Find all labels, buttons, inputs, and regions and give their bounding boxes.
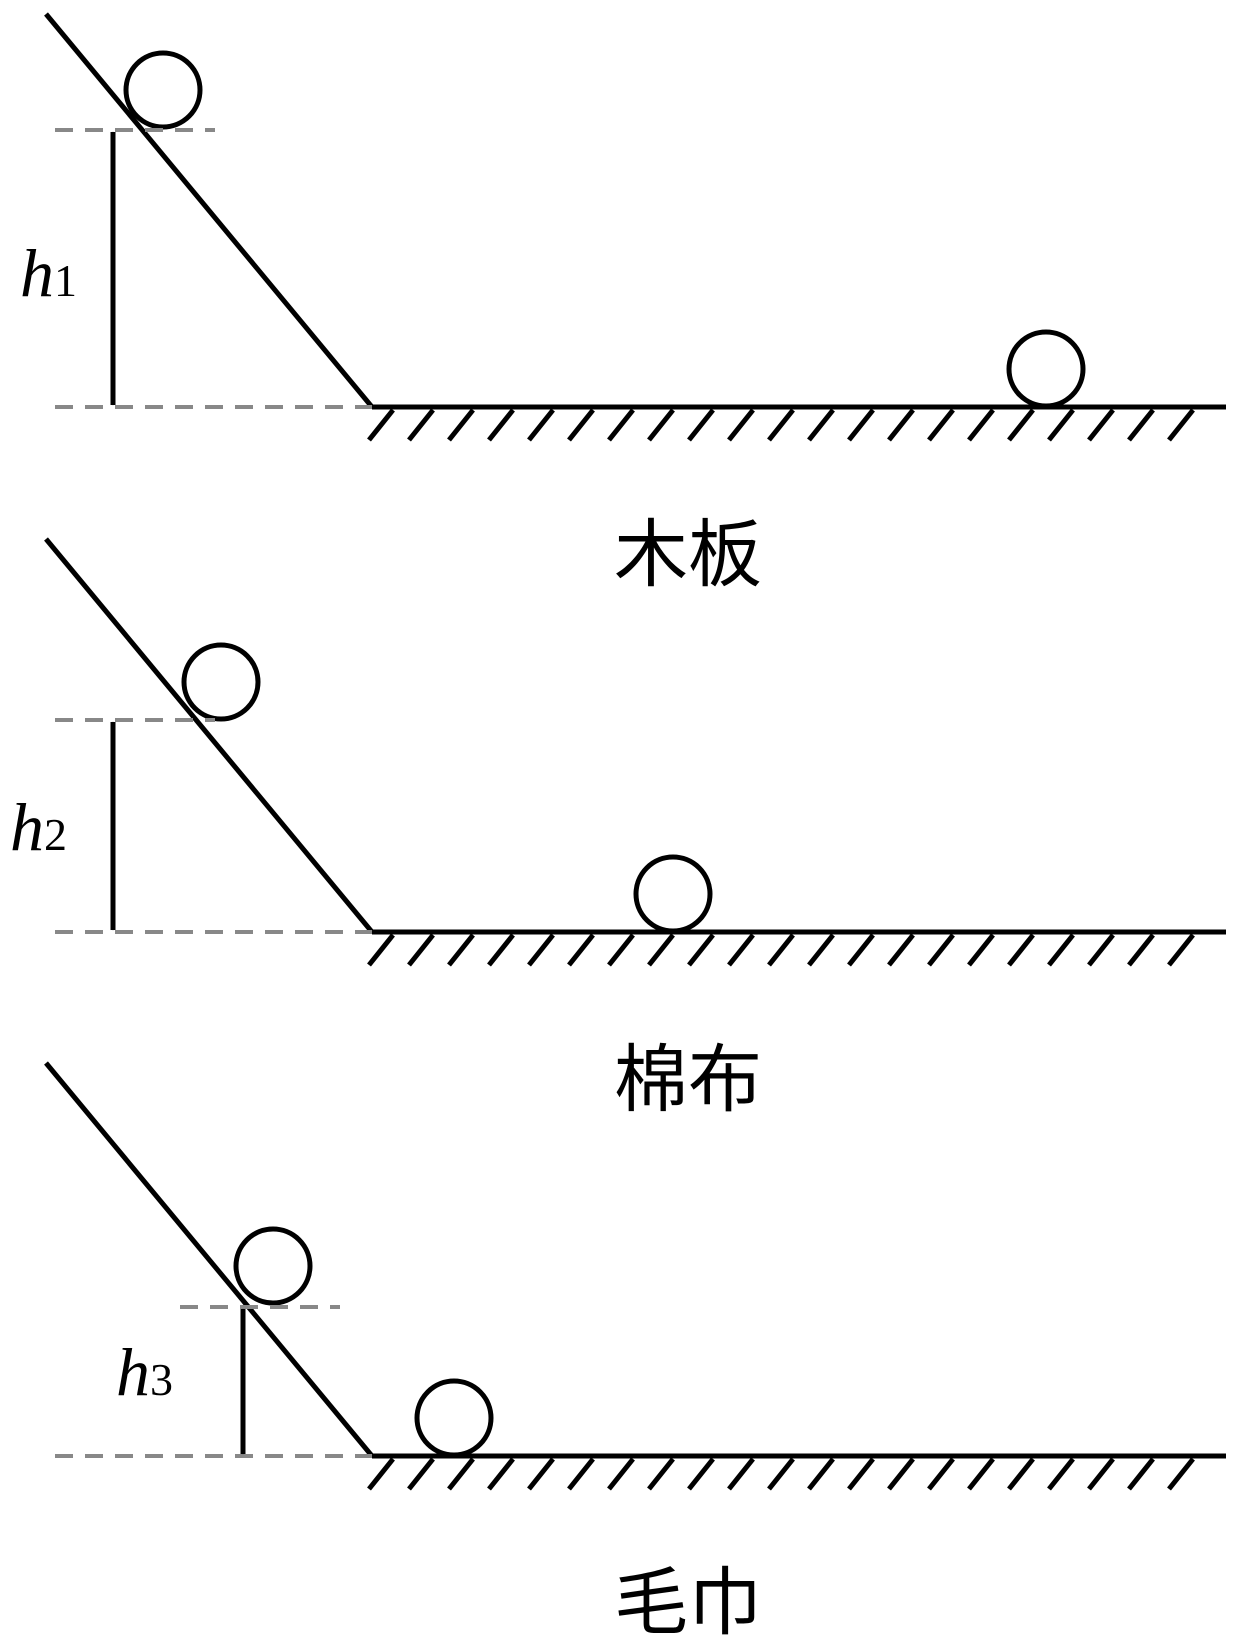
hatch-stroke — [567, 1457, 595, 1491]
hatch-stroke — [847, 1457, 875, 1491]
hatch-stroke — [887, 408, 915, 442]
hatch-stroke — [1087, 1457, 1115, 1491]
hatch-stroke — [1127, 1457, 1155, 1491]
hatch-stroke — [1167, 933, 1195, 967]
hatch-stroke — [687, 933, 715, 967]
hatch-stroke — [607, 408, 635, 442]
ball-start-3 — [233, 1226, 313, 1306]
hatch-stroke — [807, 933, 835, 967]
hatch-stroke — [687, 408, 715, 442]
hatch-stroke — [647, 933, 675, 967]
hatch-stroke — [607, 1457, 635, 1491]
hatch-stroke — [967, 933, 995, 967]
hatch-stroke — [847, 933, 875, 967]
ball-start-1 — [123, 50, 203, 130]
hatch-stroke — [1087, 933, 1115, 967]
hatch-stroke — [1047, 1457, 1075, 1491]
hatch-stroke — [527, 408, 555, 442]
hatch-stroke — [1127, 933, 1155, 967]
hatch-stroke — [1047, 408, 1075, 442]
hatch-stroke — [1007, 933, 1035, 967]
hatch-stroke — [487, 933, 515, 967]
hatch-stroke — [407, 933, 435, 967]
hatch-stroke — [1007, 408, 1035, 442]
panel-wood: h1 木板 — [20, 12, 1226, 598]
hatch-stroke — [927, 408, 955, 442]
ground-hatch-3 — [367, 1457, 1195, 1491]
hatch-stroke — [767, 1457, 795, 1491]
height-label-2: h2 — [10, 789, 67, 865]
hatch-stroke — [447, 408, 475, 442]
ground-hatch-2 — [367, 933, 1195, 967]
incline-3 — [44, 1061, 374, 1458]
hatch-stroke — [727, 408, 755, 442]
hatch-stroke — [367, 933, 395, 967]
hatch-stroke — [447, 933, 475, 967]
surface-label-wood: 木板 — [614, 512, 762, 598]
ball-stop-2 — [633, 854, 713, 934]
hatch-stroke — [767, 408, 795, 442]
hatch-stroke — [367, 1457, 395, 1491]
hatch-stroke — [527, 933, 555, 967]
hatch-stroke — [887, 933, 915, 967]
hatch-stroke — [1167, 1457, 1195, 1491]
hatch-stroke — [807, 408, 835, 442]
hatch-stroke — [807, 1457, 835, 1491]
hatch-stroke — [407, 408, 435, 442]
hatch-stroke — [527, 1457, 555, 1491]
hatch-stroke — [967, 1457, 995, 1491]
ball-stop-1 — [1006, 329, 1086, 409]
hatch-stroke — [567, 408, 595, 442]
hatch-stroke — [727, 933, 755, 967]
hatch-stroke — [407, 1457, 435, 1491]
panel-cotton: h2 棉布 — [10, 537, 1226, 1123]
hatch-stroke — [927, 1457, 955, 1491]
ball-stop-3 — [414, 1378, 494, 1458]
hatch-stroke — [687, 1457, 715, 1491]
hatch-stroke — [567, 933, 595, 967]
hatch-stroke — [727, 1457, 755, 1491]
hatch-stroke — [767, 933, 795, 967]
hatch-stroke — [1127, 408, 1155, 442]
height-label-3: h3 — [116, 1334, 173, 1410]
ball-start-2 — [181, 642, 261, 722]
hatch-stroke — [1167, 408, 1195, 442]
hatch-stroke — [447, 1457, 475, 1491]
hatch-stroke — [487, 408, 515, 442]
hatch-stroke — [927, 933, 955, 967]
hatch-stroke — [1007, 1457, 1035, 1491]
height-label-1: h1 — [20, 235, 77, 311]
hatch-stroke — [647, 1457, 675, 1491]
incline-2 — [44, 537, 374, 934]
hatch-stroke — [367, 408, 395, 442]
panel-towel: h3 毛巾 — [44, 1061, 1226, 1646]
hatch-stroke — [967, 408, 995, 442]
surface-label-towel: 毛巾 — [614, 1560, 762, 1646]
incline-1 — [44, 12, 374, 409]
surface-label-cotton: 棉布 — [614, 1037, 762, 1123]
hatch-stroke — [647, 408, 675, 442]
hatch-stroke — [487, 1457, 515, 1491]
hatch-stroke — [847, 408, 875, 442]
hatch-stroke — [1087, 408, 1115, 442]
ground-hatch-1 — [367, 408, 1195, 442]
hatch-stroke — [607, 933, 635, 967]
hatch-stroke — [1047, 933, 1075, 967]
hatch-stroke — [887, 1457, 915, 1491]
